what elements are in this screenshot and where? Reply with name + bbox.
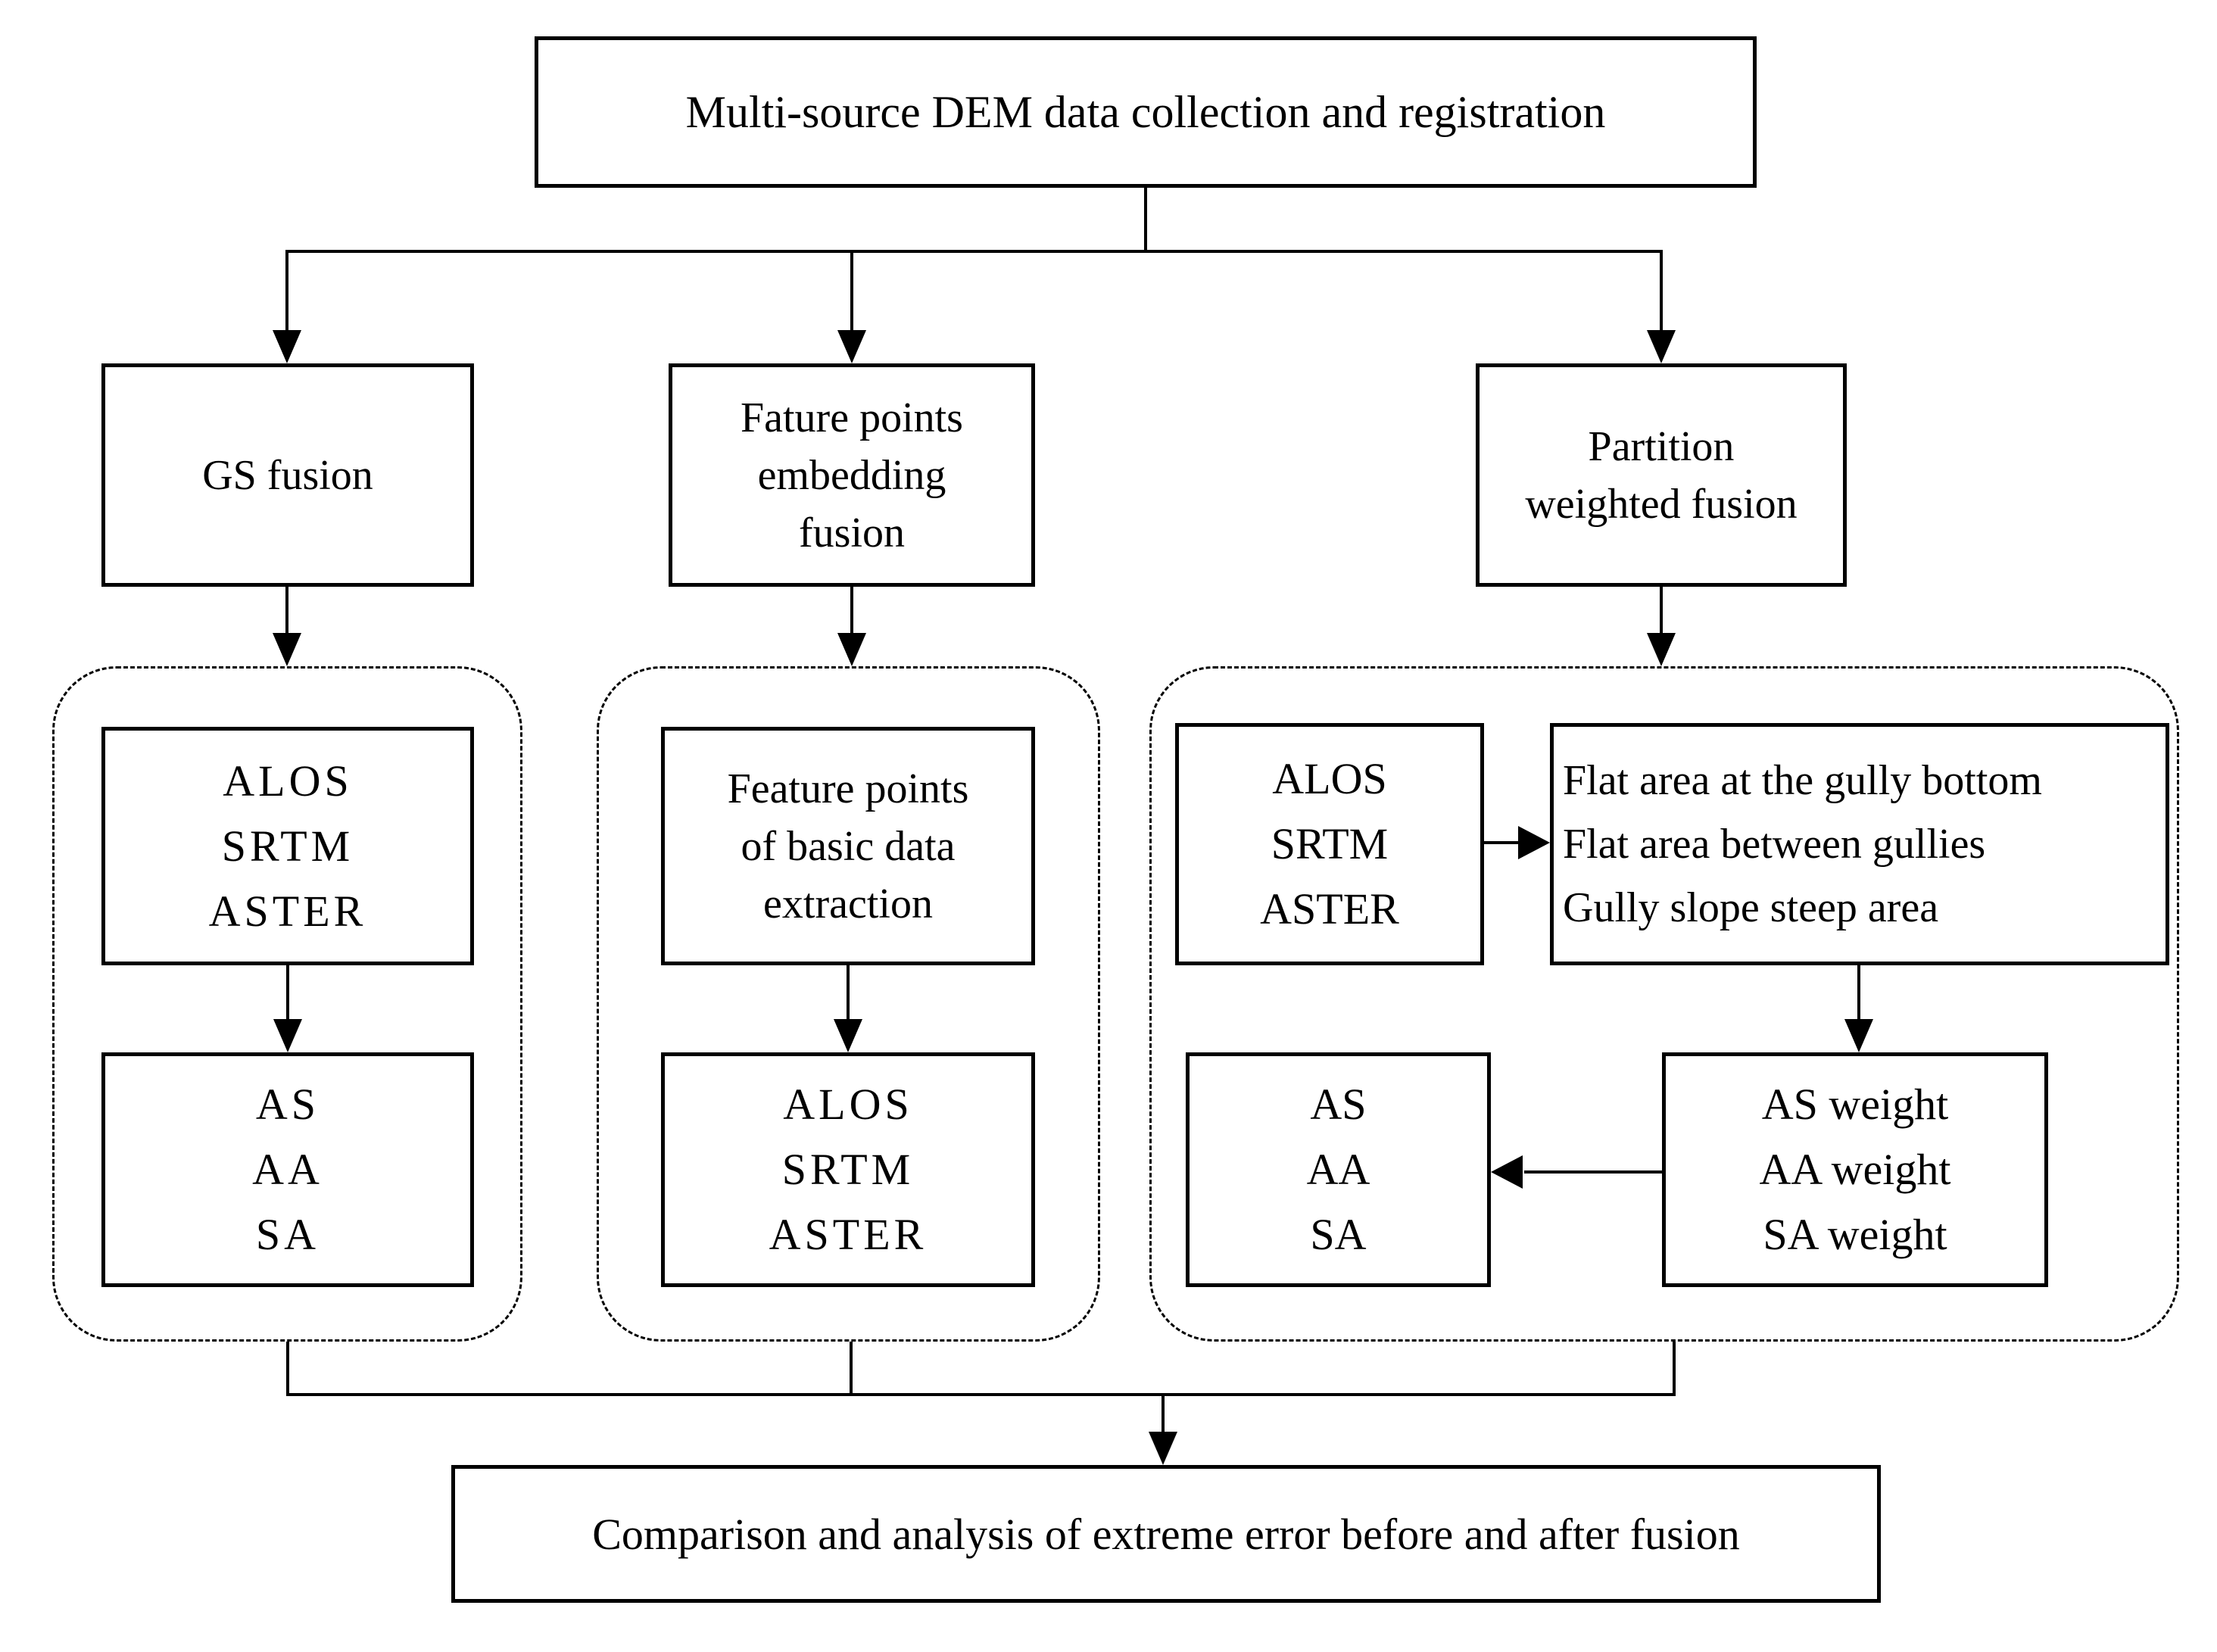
- node-mid-extraction: Feature points of basic data extraction: [661, 727, 1035, 965]
- connector-embedding-to-container: [850, 587, 853, 635]
- node-gs-fusion: GS fusion: [101, 363, 474, 587]
- node-comparison-analysis: Comparison and analysis of extreme error…: [451, 1465, 1881, 1603]
- node-right-results: AS AA SA: [1186, 1052, 1491, 1287]
- left-results-line2: AA: [252, 1145, 323, 1194]
- node-feature-embedding-fusion: Fature points embedding fusion: [669, 363, 1035, 587]
- connector-drop-col3: [1660, 250, 1663, 332]
- node-multisource-dem-label: Multi-source DEM data collection and reg…: [685, 86, 1606, 137]
- left-results-line1: AS: [255, 1080, 320, 1129]
- mid-sources-line3: ASTER: [769, 1210, 928, 1259]
- node-mid-sources: ALOS SRTM ASTER: [661, 1052, 1035, 1287]
- connector-branch-line: [287, 250, 1663, 253]
- arrowhead-down-left: [273, 1019, 302, 1052]
- container-gs-fusion-group: [52, 666, 522, 1342]
- connector-mid-extraction-to-sources: [847, 965, 850, 1021]
- connector-partition-to-container: [1660, 587, 1663, 635]
- arrowhead-right-zones: [1518, 826, 1550, 859]
- mid-sources-line2: SRTM: [781, 1145, 915, 1194]
- mid-extraction-line1: Feature points: [727, 765, 969, 812]
- arrowhead-down-partition: [1647, 633, 1676, 666]
- container-partition-weighted-group: [1149, 666, 2179, 1342]
- arrowhead-down-weights: [1844, 1019, 1873, 1052]
- right-sources-line3: ASTER: [1260, 884, 1399, 934]
- arrowhead-down-gs: [273, 633, 301, 666]
- right-zones-line3: Gully slope steep area: [1563, 884, 1939, 931]
- connector-mid-container-stem: [850, 1342, 853, 1395]
- connector-left-container-stem: [286, 1342, 289, 1395]
- mid-extraction-line2: of basic data: [741, 822, 956, 870]
- right-sources-line1: ALOS: [1272, 754, 1387, 803]
- connector-drop-col2: [850, 250, 853, 332]
- node-gs-fusion-label: GS fusion: [202, 451, 373, 499]
- right-results-line1: AS: [1310, 1080, 1367, 1129]
- node-left-sources: ALOS SRTM ASTER: [101, 727, 474, 965]
- connector-right-sources-to-zones: [1484, 841, 1522, 844]
- connector-left-sources-to-results: [286, 965, 289, 1021]
- right-weights-line3: SA weight: [1763, 1210, 1947, 1259]
- node-partition-line2: weighted fusion: [1525, 480, 1798, 528]
- node-feature-embedding-line3: fusion: [799, 509, 905, 556]
- node-right-sources: ALOS SRTM ASTER: [1175, 723, 1484, 965]
- node-left-results: AS AA SA: [101, 1052, 474, 1287]
- node-feature-embedding-line2: embedding: [757, 451, 946, 499]
- connector-top-stem: [1144, 186, 1147, 251]
- node-partition-weighted-fusion: Partition weighted fusion: [1476, 363, 1847, 587]
- node-right-zones: Flat area at the gully bottom Flat area …: [1550, 723, 2169, 965]
- arrowhead-down-col3: [1647, 330, 1676, 363]
- arrowhead-down-col2: [837, 330, 866, 363]
- right-sources-line2: SRTM: [1271, 819, 1389, 868]
- connector-weights-to-results: [1524, 1170, 1662, 1174]
- mid-extraction-line3: extraction: [763, 880, 933, 927]
- right-zones-line1: Flat area at the gully bottom: [1563, 757, 2042, 804]
- node-multisource-dem: Multi-source DEM data collection and reg…: [535, 36, 1757, 188]
- mid-sources-line1: ALOS: [783, 1080, 913, 1129]
- right-results-line3: SA: [1310, 1210, 1367, 1259]
- arrowhead-down-col1: [273, 330, 301, 363]
- container-feature-embedding-group: [597, 666, 1100, 1342]
- node-feature-embedding-line1: Fature points: [741, 394, 963, 441]
- arrowhead-down-embedding: [837, 633, 866, 666]
- connector-merge-line: [286, 1393, 1676, 1396]
- left-sources-line1: ALOS: [223, 756, 353, 806]
- connector-right-container-stem: [1673, 1342, 1676, 1395]
- arrowhead-down-final: [1149, 1432, 1177, 1465]
- connector-final-stem: [1162, 1393, 1165, 1433]
- right-results-line2: AA: [1306, 1145, 1370, 1194]
- right-weights-line1: AS weight: [1761, 1080, 1949, 1129]
- connector-zones-to-weights: [1857, 965, 1860, 1021]
- arrowhead-down-mid: [834, 1019, 862, 1052]
- left-sources-line2: SRTM: [221, 821, 354, 871]
- connector-gs-to-container: [285, 587, 288, 635]
- node-partition-line1: Partition: [1588, 422, 1735, 470]
- right-zones-line2: Flat area between gullies: [1563, 821, 1986, 868]
- node-right-weights: AS weight AA weight SA weight: [1662, 1052, 2048, 1287]
- left-results-line3: SA: [255, 1210, 320, 1259]
- left-sources-line3: ASTER: [208, 886, 367, 936]
- right-weights-line2: AA weight: [1759, 1145, 1951, 1194]
- connector-drop-col1: [285, 250, 288, 332]
- node-comparison-analysis-label: Comparison and analysis of extreme error…: [592, 1509, 1740, 1559]
- arrowhead-left-results: [1491, 1155, 1523, 1189]
